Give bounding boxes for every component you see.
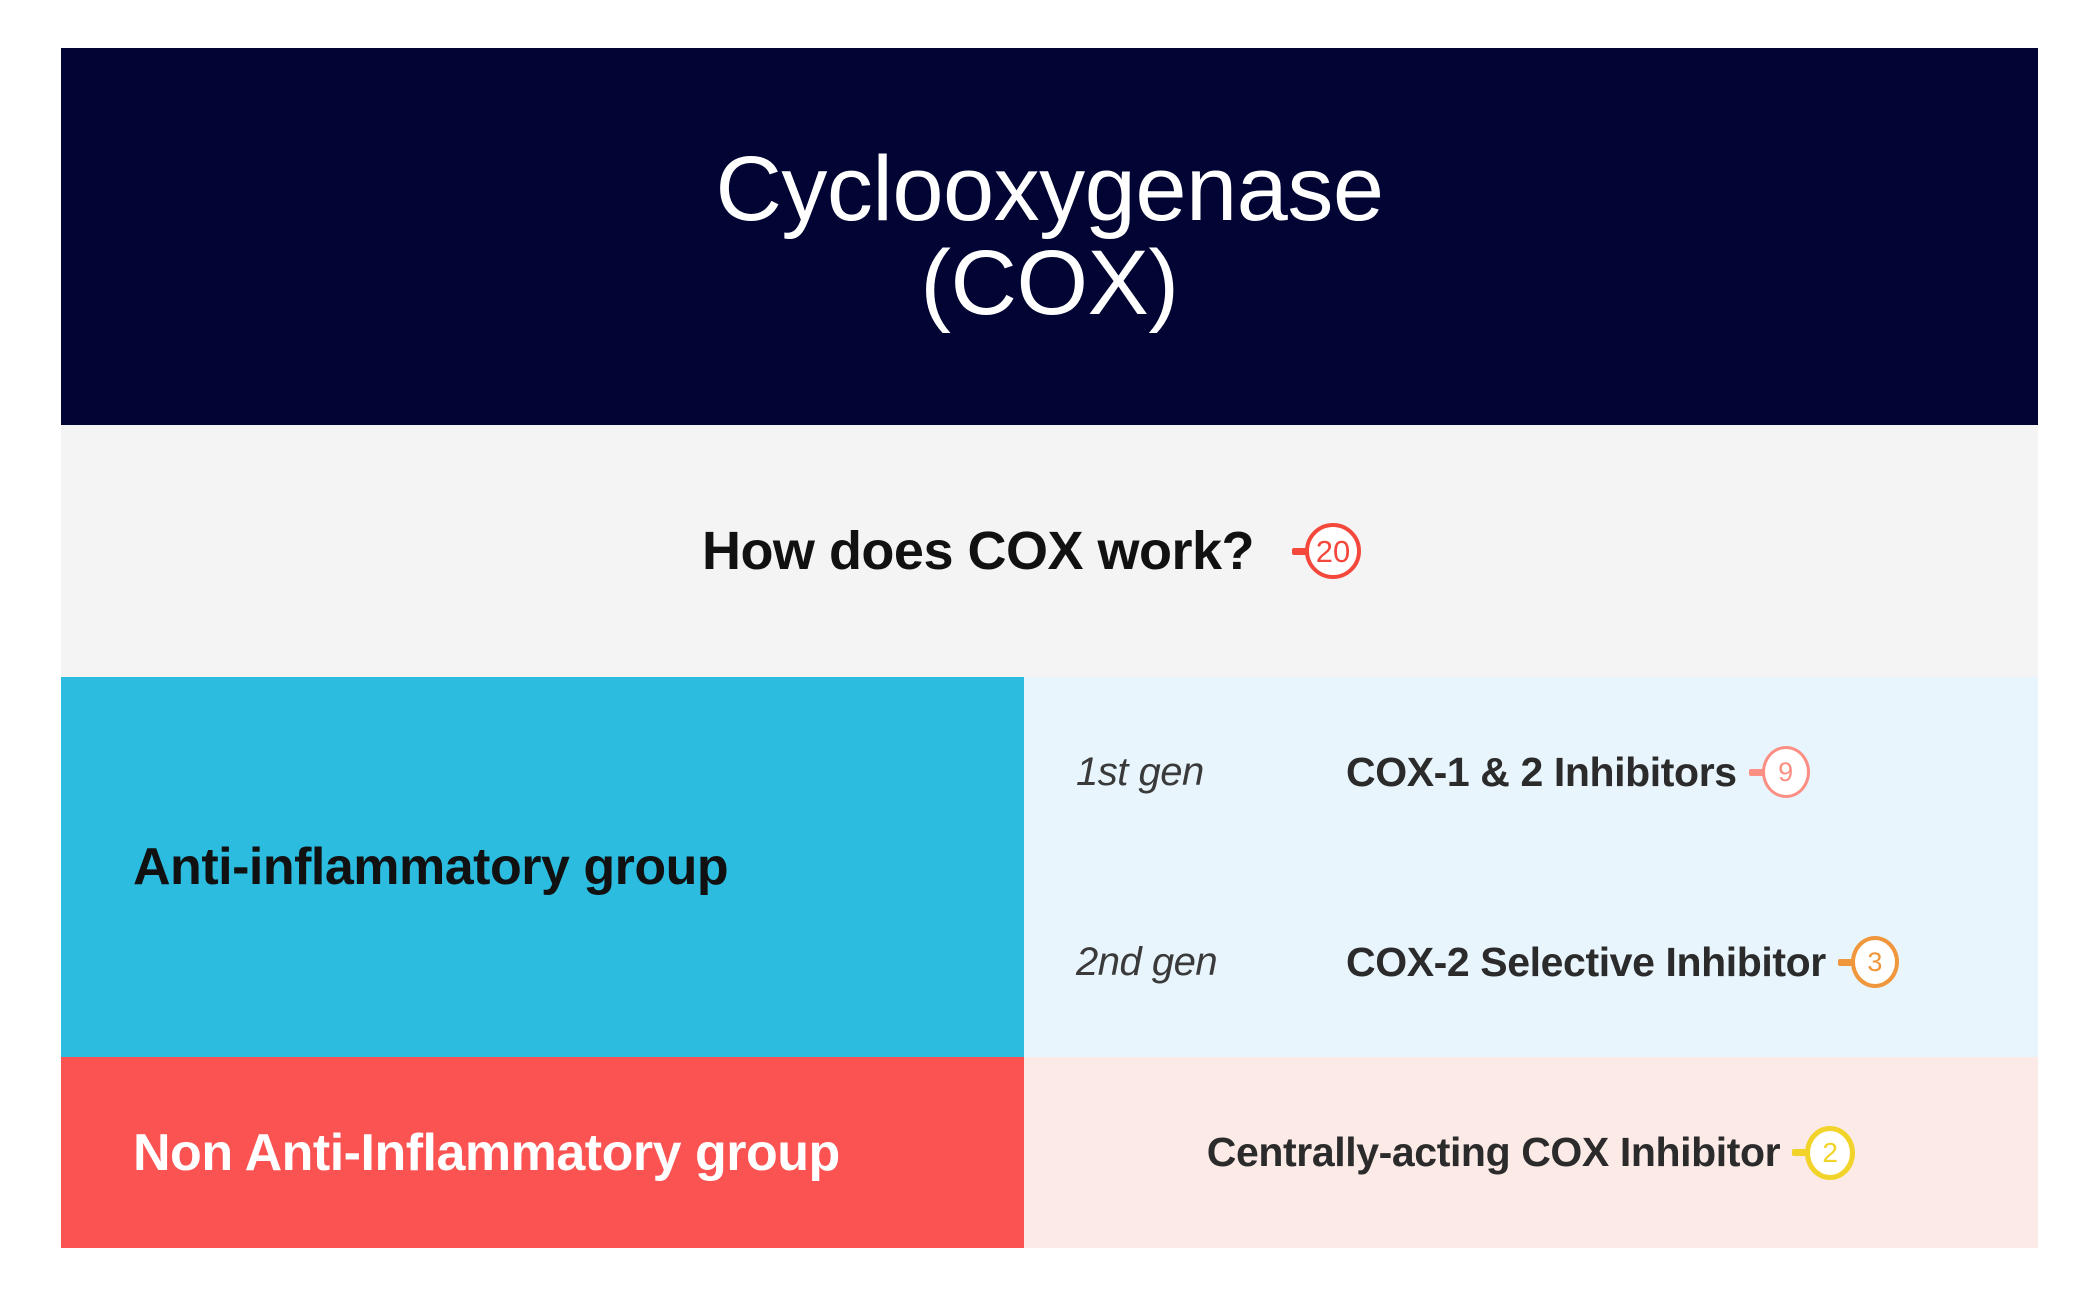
group-panel-anti-inflammatory: 1st gen COX-1 & 2 Inhibitors 9 2nd gen C…: [1024, 677, 2038, 1057]
drug-count-badge[interactable]: 9: [1748, 746, 1810, 798]
title-band: Cyclooxygenase (COX): [61, 48, 2038, 425]
badge-stem-icon: [1292, 547, 1309, 555]
drug-count-badge[interactable]: 2: [1792, 1125, 1856, 1180]
slide-canvas: Cyclooxygenase (COX) How does COX work? …: [61, 48, 2038, 1248]
drug-class-label: COX-1 & 2 Inhibitors: [1346, 748, 1737, 795]
list-item[interactable]: 1st gen COX-1 & 2 Inhibitors 9: [1024, 677, 2038, 867]
group-block-anti-inflammatory[interactable]: Anti-inflammatory group: [61, 677, 1024, 1057]
question-band: How does COX work? 20: [61, 425, 2038, 677]
drug-class-label: Centrally-acting COX Inhibitor: [1206, 1129, 1781, 1175]
table-row: Anti-inflammatory group 1st gen COX-1 & …: [61, 677, 2038, 1057]
group-matrix: Anti-inflammatory group 1st gen COX-1 & …: [61, 677, 2038, 1248]
badge-count: 3: [1850, 936, 1899, 988]
badge-stem-icon: [1792, 1149, 1809, 1156]
list-item[interactable]: Centrally-acting COX Inhibitor 2: [1024, 1057, 2038, 1248]
badge-stem-icon: [1748, 768, 1765, 776]
drug-class-label: COX-2 Selective Inhibitor: [1346, 938, 1826, 985]
group-label: Non Anti-Inflammatory group: [133, 1123, 840, 1182]
group-label: Anti-inflammatory group: [133, 838, 729, 896]
group-panel-non-anti-inflammatory: Centrally-acting COX Inhibitor 2: [1024, 1057, 2038, 1248]
question-row: How does COX work? 20: [701, 520, 1362, 582]
badge-count: 20: [1305, 523, 1362, 579]
generation-label: 2nd gen: [1076, 939, 1218, 984]
badge-count: 2: [1805, 1125, 1856, 1180]
generation-label: 1st gen: [1076, 749, 1204, 794]
list-item[interactable]: 2nd gen COX-2 Selective Inhibitor 3: [1024, 867, 2038, 1057]
table-row: Non Anti-Inflammatory group Centrally-ac…: [61, 1057, 2038, 1248]
question-count-badge[interactable]: 20: [1292, 523, 1362, 579]
question-text: How does COX work?: [701, 521, 1255, 581]
drug-count-badge[interactable]: 3: [1837, 936, 1899, 988]
group-block-non-anti-inflammatory[interactable]: Non Anti-Inflammatory group: [61, 1057, 1024, 1248]
badge-stem-icon: [1837, 958, 1854, 966]
page-title: Cyclooxygenase (COX): [715, 137, 1384, 334]
badge-count: 9: [1761, 746, 1810, 798]
